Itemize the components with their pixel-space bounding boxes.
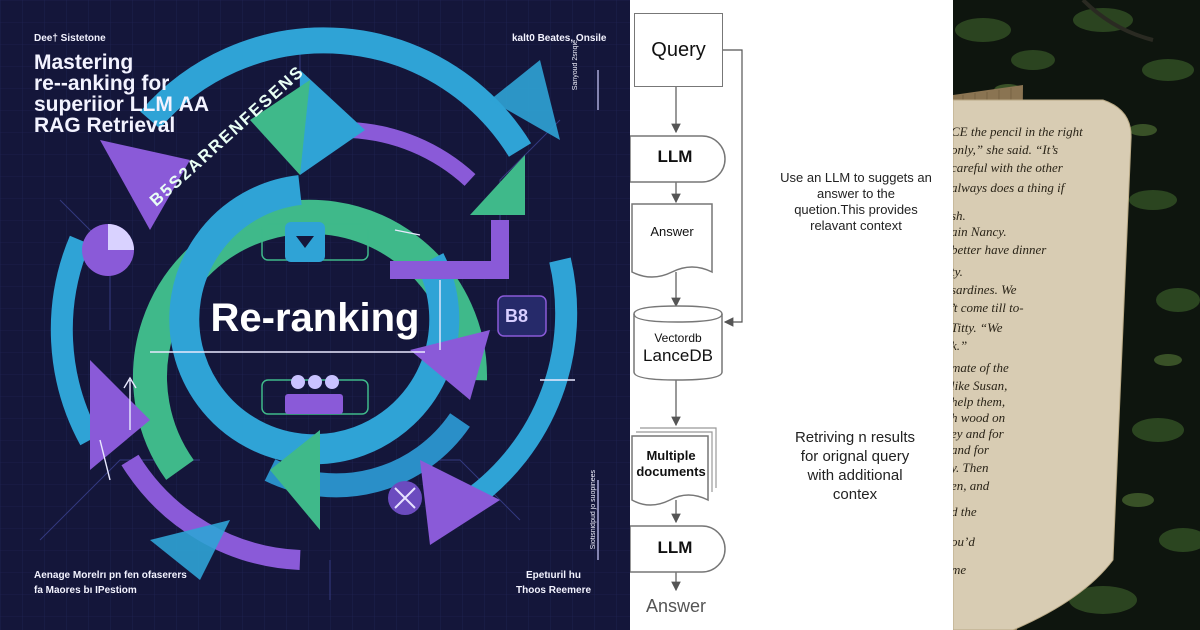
book-line: always does a thing if: [953, 180, 1065, 195]
note-line: Use an LLM to suggets an: [780, 170, 932, 185]
bottom-right-line: Epetıuril hu: [526, 570, 582, 581]
headline-line: superiior LLM АА: [34, 93, 210, 116]
query-box: Query: [634, 13, 723, 87]
book-line: only,” she said. “It’s: [953, 142, 1059, 157]
bottom-right-line: Thoos Reemere: [516, 585, 592, 596]
note-line: answer to the: [816, 186, 896, 201]
book-line: ey and for: [953, 426, 1004, 441]
book-line: mate of the: [953, 360, 1009, 375]
note-line: for orignal query: [800, 448, 910, 465]
answer-document: Answer: [650, 224, 694, 239]
poster-headline: Mastering re-‐anking for superiior LLM А…: [34, 52, 254, 136]
headline-line: RAG Retrieval: [34, 114, 176, 137]
headline-line: re-‐anking for: [34, 72, 170, 95]
headline-line: Mastering: [34, 51, 134, 74]
book-line: me: [953, 562, 967, 577]
book-line: help them,: [953, 394, 1006, 409]
book-line: CE the pencil in the right: [953, 124, 1083, 139]
poster-panel: Dee† Sistetone kalt0 Beates, Onsile Mast…: [0, 0, 630, 630]
docs-line: Multiple: [646, 448, 696, 463]
note-line: relavant context: [810, 218, 902, 233]
book-line: like Susan,: [953, 378, 1008, 393]
poster-vertical-text-bottom: Siotisnidpud jo suopinees: [590, 470, 597, 550]
book-line: and for: [953, 442, 989, 457]
bottom-left-line: Aenage Morelrı pn fen ofaserers: [34, 570, 187, 581]
book-photo: [953, 0, 1200, 630]
book-page-text: CE the pencil in the right only,” she sa…: [953, 124, 1128, 604]
poster-badge: B8: [505, 306, 529, 326]
book-line: careful with the other: [953, 160, 1063, 175]
note-line: with additional: [807, 467, 903, 484]
book-line: better have dinner: [953, 242, 1047, 257]
bottom-left-line: fa Maores bı IPestiom: [34, 585, 137, 596]
docs-line: documents: [636, 464, 706, 479]
note-line: Retriving n results: [794, 429, 916, 446]
book-line: y. Then: [953, 460, 989, 475]
note-retrieval: Retriving n results for orignal query wi…: [770, 428, 940, 504]
poster-vertical-text-top: Sanyoud 2snqie: [572, 40, 579, 91]
llm-step-2: LLM: [657, 538, 693, 557]
poster-top-left-text: Dee† Sistetone: [34, 33, 106, 44]
book-line: sardines. We: [953, 282, 1017, 297]
book-line: ’t come till to-: [953, 300, 1024, 315]
note-line: contex: [832, 486, 878, 503]
book-line: ou’d: [953, 534, 975, 549]
book-line: ain Nancy.: [953, 224, 1007, 239]
book-line: Titty. “We: [953, 320, 1003, 335]
poster-bottom-right-text: Epetıuril hu Thoos Reemere: [516, 568, 591, 598]
book-line: k.”: [953, 338, 968, 353]
multiple-documents: Multiple documents: [632, 448, 710, 480]
flowchart-connectors: [630, 49, 743, 592]
poster-center-word: Re-ranking: [210, 296, 420, 340]
book-line: d the: [953, 504, 977, 519]
lancedb-label: LanceDB: [643, 346, 713, 365]
poster-top-right-text: kalt0 Beates, Onsile: [512, 33, 607, 44]
llm-step-1: LLM: [657, 147, 693, 166]
note-llm-context: Use an LLM to suggets an answer to the q…: [766, 170, 946, 234]
vectordb-label: Vectordb: [654, 331, 702, 345]
book-line: ty.: [953, 264, 963, 279]
note-line: quetion.This provides: [794, 202, 918, 217]
poster-artwork: [0, 0, 630, 630]
flowchart-panel: Query LLM Answer Vectordb LanceDB Multip…: [630, 0, 953, 630]
book-photo-panel: CE the pencil in the right only,” she sa…: [953, 0, 1200, 630]
book-line: h wood on: [953, 410, 1006, 425]
final-answer: Answer: [645, 596, 707, 616]
book-line: en, and: [953, 478, 990, 493]
book-line: sh.: [953, 208, 966, 223]
poster-bottom-left-text: Aenage Morelrı pn fen ofaserers fa Maore…: [34, 568, 187, 598]
